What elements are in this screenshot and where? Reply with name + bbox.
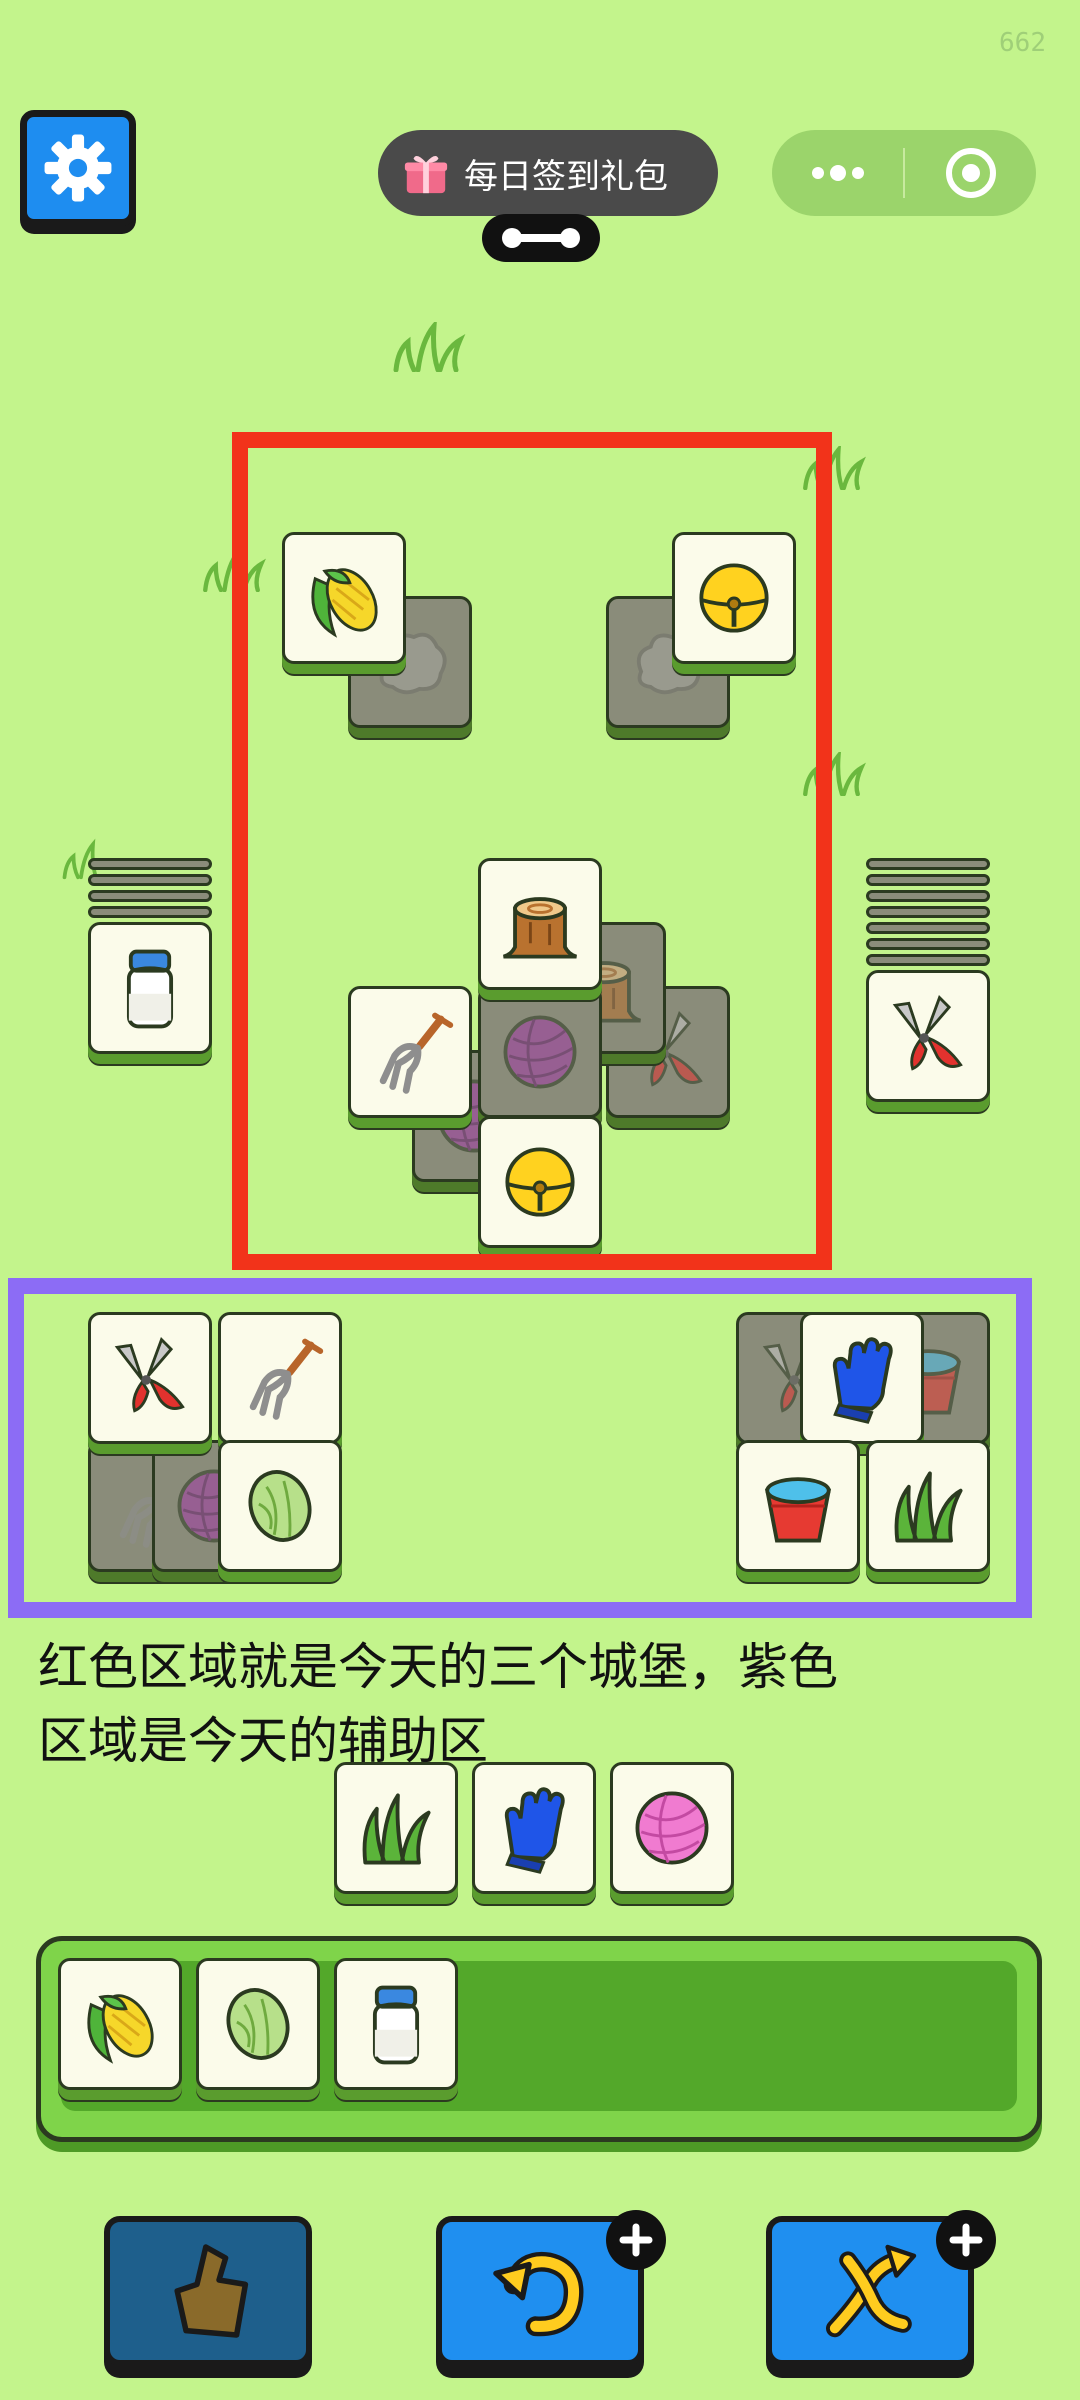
shift-out-icon bbox=[174, 2244, 249, 2338]
tile-corn[interactable] bbox=[282, 532, 406, 664]
stack-layer bbox=[866, 954, 990, 966]
tutorial-caption: 红色区域就是今天的三个城堡，紫色 区域是今天的辅助区 bbox=[38, 1630, 1048, 1778]
tray-tile-milk-bottle bbox=[334, 1958, 458, 2090]
yarn-icon bbox=[624, 1780, 720, 1876]
tray-tile-corn bbox=[58, 1958, 182, 2090]
undo-add-button[interactable] bbox=[606, 2210, 666, 2270]
grass-icon bbox=[348, 1780, 444, 1876]
stack-layer bbox=[866, 858, 990, 870]
tile-grass[interactable] bbox=[334, 1762, 458, 1894]
tile-cabbage[interactable] bbox=[218, 1440, 342, 1572]
close-miniprogram-button[interactable] bbox=[905, 146, 1036, 200]
more-button[interactable] bbox=[772, 163, 903, 183]
shuffle-icon bbox=[826, 2244, 917, 2338]
tile-fork[interactable] bbox=[348, 986, 472, 1118]
stack-layer bbox=[88, 858, 212, 870]
tile-glove[interactable] bbox=[472, 1762, 596, 1894]
tile-bell[interactable] bbox=[478, 1116, 602, 1248]
helper-area-highlight bbox=[8, 1278, 1032, 1618]
caption-line-1: 红色区域就是今天的三个城堡，紫色 bbox=[38, 1638, 838, 1696]
corn-icon bbox=[72, 1976, 168, 2072]
tile-pruner[interactable] bbox=[866, 970, 990, 1102]
tile-glove[interactable] bbox=[800, 1312, 924, 1444]
tile-milk-bottle[interactable] bbox=[88, 922, 212, 1054]
handle-icon bbox=[502, 228, 580, 248]
shuffle-add-button[interactable] bbox=[936, 2210, 996, 2270]
stack-layer bbox=[866, 874, 990, 886]
settings-button[interactable] bbox=[20, 110, 136, 226]
daily-gift-button[interactable]: 每日签到礼包 bbox=[378, 130, 718, 216]
stack-layer bbox=[88, 890, 212, 902]
stack-layer bbox=[866, 922, 990, 934]
tile-stump[interactable] bbox=[478, 858, 602, 990]
stack-layer bbox=[88, 906, 212, 918]
undo-icon bbox=[493, 2251, 584, 2337]
more-dots-icon bbox=[811, 165, 864, 181]
tray-tile-cabbage bbox=[196, 1958, 320, 2090]
stack-layer bbox=[88, 874, 212, 886]
miniprogram-capsule bbox=[772, 130, 1036, 216]
stack-layer bbox=[866, 938, 990, 950]
grass-decoration-icon bbox=[393, 322, 466, 372]
gift-icon bbox=[404, 155, 448, 194]
milk-bottle-icon bbox=[348, 1976, 444, 2072]
castle-area-highlight bbox=[232, 432, 832, 1270]
plus-icon bbox=[619, 2223, 653, 2257]
caption-line-2: 区域是今天的辅助区 bbox=[38, 1712, 488, 1770]
shuffle-button[interactable] bbox=[766, 2216, 974, 2366]
close-target-icon bbox=[945, 148, 996, 198]
pruner-icon bbox=[880, 988, 976, 1084]
tile-grass[interactable] bbox=[866, 1440, 990, 1572]
drag-handle[interactable] bbox=[482, 214, 600, 262]
stack-layer bbox=[866, 890, 990, 902]
tile-pruner[interactable] bbox=[88, 1312, 212, 1444]
cabbage-icon bbox=[210, 1976, 306, 2072]
gear-icon bbox=[44, 134, 112, 202]
tile-bucket[interactable] bbox=[736, 1440, 860, 1572]
milk-bottle-icon bbox=[102, 940, 198, 1036]
fps-counter: 662 bbox=[999, 28, 1046, 58]
stack-layer bbox=[866, 906, 990, 918]
collection-tray bbox=[36, 1936, 1042, 2142]
capsule-divider bbox=[903, 148, 905, 198]
tile-fork[interactable] bbox=[218, 1312, 342, 1444]
plus-icon bbox=[949, 2223, 983, 2257]
tile-bell[interactable] bbox=[672, 532, 796, 664]
glove-icon bbox=[486, 1780, 582, 1876]
shift-out-button[interactable] bbox=[104, 2216, 312, 2366]
daily-gift-label: 每日签到礼包 bbox=[464, 156, 668, 197]
tile-yarn[interactable] bbox=[610, 1762, 734, 1894]
